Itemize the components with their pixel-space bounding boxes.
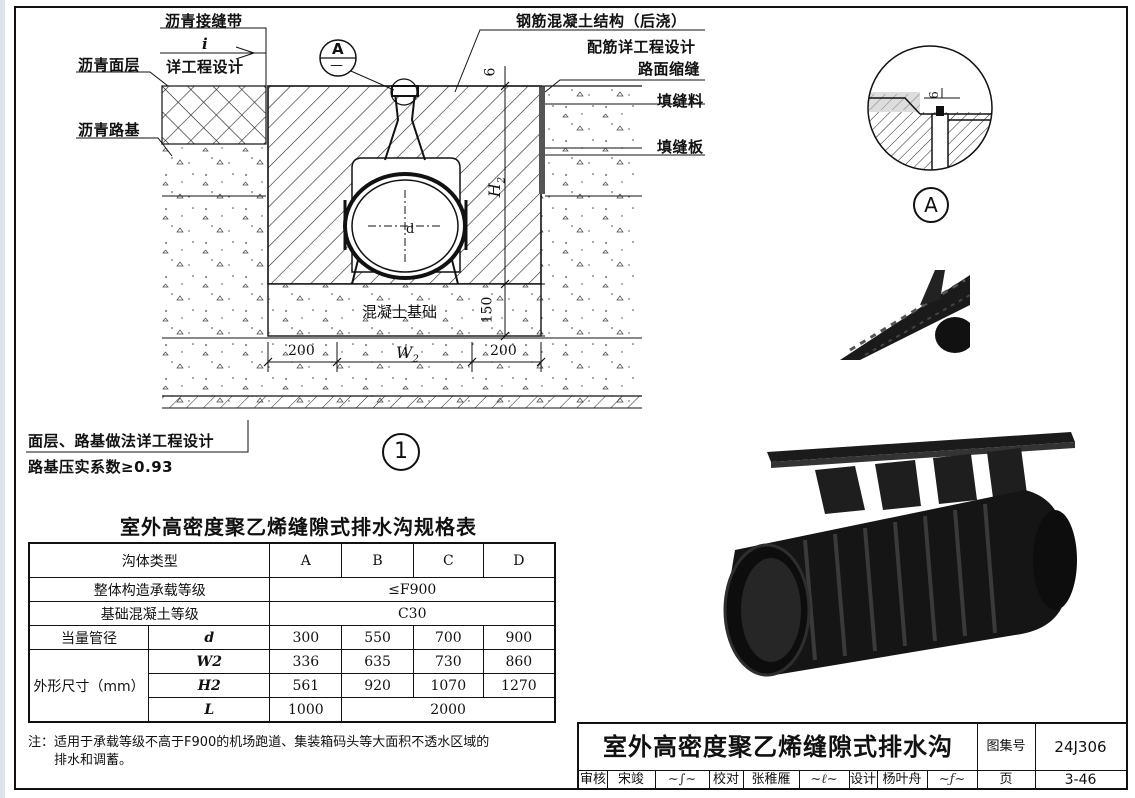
label-asphalt-subgrade: 沥青路基	[78, 121, 141, 139]
page-edge-strip	[0, 0, 5, 798]
d-value-d: 900	[482, 625, 556, 650]
signature-row: 审核 宋竣 ~∫~ 校对 张稚雁 ~ℓ~ 设计 杨叶舟 ~ƒ~ 页 3-46	[579, 770, 1126, 790]
d-value-c: 700	[412, 625, 484, 650]
design-signature: ~ƒ~	[927, 770, 978, 790]
label-rc-structure: 钢筋混凝土结构（后浇）	[516, 12, 687, 30]
grating-closeup-image	[840, 265, 970, 360]
w-value-a: 336	[269, 649, 343, 674]
label-filler: 填缝料	[657, 92, 704, 110]
l-value-a: 1000	[269, 697, 343, 723]
table-row: 沟体类型 A B C D	[28, 542, 556, 578]
table-row: H2 561 920 1070 1270	[29, 673, 556, 698]
callout-a-sub: —	[330, 58, 343, 73]
concrete-value-cell: C30	[269, 601, 556, 626]
table-row: 当量管径 d 300 550 700 900	[28, 625, 556, 650]
detail-a-badge: A	[913, 187, 949, 223]
sheet-frame	[14, 6, 1128, 790]
dim-side-right: 200	[490, 343, 517, 359]
label-rebar-per-project: 配筋详工程设计	[587, 38, 696, 56]
w-value-c: 730	[412, 649, 484, 674]
review-name: 宋竣	[607, 770, 656, 790]
check-name: 张稚雁	[743, 770, 800, 790]
spec-table-title: 室外高密度聚乙烯缝隙式排水沟规格表	[120, 515, 477, 539]
table-row: 基础混凝土等级 C30	[28, 601, 556, 626]
d-value-a: 300	[269, 625, 343, 650]
label-asphalt-surface: 沥青面层	[78, 56, 141, 74]
view-number-badge: 1	[382, 433, 420, 471]
col-c-header: C	[412, 542, 484, 578]
spec-table: 沟体类型 A B C D 整体构造承载等级 ≤F900 基础混凝土等级 C30 …	[28, 542, 556, 723]
table-row: 整体构造承载等级 ≤F900	[28, 577, 556, 602]
load-label-cell: 整体构造承载等级	[28, 577, 271, 602]
dim-width: W2	[396, 343, 419, 366]
l-symbol-cell: L	[148, 697, 271, 723]
equiv-label-cell: 当量管径	[28, 625, 150, 650]
label-surface-subgrade-note: 面层、路基做法详工程设计	[28, 432, 215, 450]
col-a-header: A	[269, 542, 343, 578]
label-per-project-design: 详工程设计	[166, 58, 244, 76]
h-value-a: 561	[269, 673, 343, 698]
w-symbol-cell: W2	[148, 649, 271, 674]
col-d-header: D	[482, 542, 556, 578]
label-concrete-base: 混凝土基础	[362, 303, 438, 321]
footnote-prefix: 注：	[28, 735, 55, 750]
type-header-cell: 沟体类型	[28, 542, 271, 578]
load-value-cell: ≤F900	[269, 577, 556, 602]
dim-base-thickness: 150	[479, 296, 496, 324]
label-compaction-note: 路基压实系数≥0.93	[28, 458, 174, 476]
footnote-line1: 适用于承载等级不高于F900的机场跑道、集装箱码头等大面积不透水区域的	[54, 735, 490, 750]
section-drawing	[26, 27, 705, 453]
concrete-label-cell: 基础混凝土等级	[28, 601, 271, 626]
atlas-label: 图集号	[977, 724, 1036, 771]
h-symbol-cell: H2	[148, 673, 271, 698]
h-value-c: 1070	[412, 673, 484, 698]
dim-height: H2	[485, 176, 508, 198]
d-value-b: 550	[341, 625, 414, 650]
d-symbol-cell: d	[148, 625, 271, 650]
drain-product-image	[723, 432, 1077, 677]
detail-a-gap: 6	[926, 91, 941, 99]
detail-a-drawing	[867, 45, 993, 171]
review-signature: ~∫~	[655, 770, 710, 790]
table-row: 外形尺寸（mm） W2 336 635 730 860	[28, 649, 556, 723]
w-value-d: 860	[482, 649, 556, 674]
design-label: 设计	[849, 770, 878, 790]
label-asphalt-joint-tape: 沥青接缝带	[165, 12, 243, 30]
label-filler-board: 填缝板	[657, 138, 704, 156]
check-label: 校对	[709, 770, 744, 790]
footnote-line2: 排水和调蓄。	[54, 753, 133, 768]
outer-size-label-cell: 外形尺寸（mm）	[28, 649, 150, 723]
w-value-b: 635	[341, 649, 414, 674]
col-b-header: B	[341, 542, 414, 578]
design-name: 杨叶舟	[877, 770, 928, 790]
review-label: 审核	[579, 770, 608, 790]
label-road-shrinkage-joint: 路面缩缝	[638, 60, 701, 78]
check-signature: ~ℓ~	[799, 770, 850, 790]
footnote: 注：适用于承载等级不高于F900的机场跑道、集装箱码头等大面积不透水区域的 排水…	[28, 734, 548, 770]
label-slope: i	[202, 35, 209, 53]
dim-pipe-dia: d	[406, 222, 415, 237]
page-label: 页	[977, 770, 1036, 790]
title-block: 室外高密度聚乙烯缝隙式排水沟 图集号 24J306 审核 宋竣 ~∫~ 校对 张…	[577, 722, 1128, 790]
atlas-number: 24J306	[1035, 724, 1126, 771]
dim-top-gap: 6	[482, 67, 499, 77]
h-value-d: 1270	[482, 673, 556, 698]
table-row: L 1000 2000	[29, 697, 556, 723]
h-value-b: 920	[341, 673, 414, 698]
dim-side-left: 200	[288, 343, 315, 359]
callout-a-letter: A	[332, 40, 345, 58]
l-value-bcd: 2000	[341, 697, 556, 723]
page-number: 3-46	[1064, 772, 1097, 788]
drawing-title: 室外高密度聚乙烯缝隙式排水沟	[579, 724, 978, 771]
